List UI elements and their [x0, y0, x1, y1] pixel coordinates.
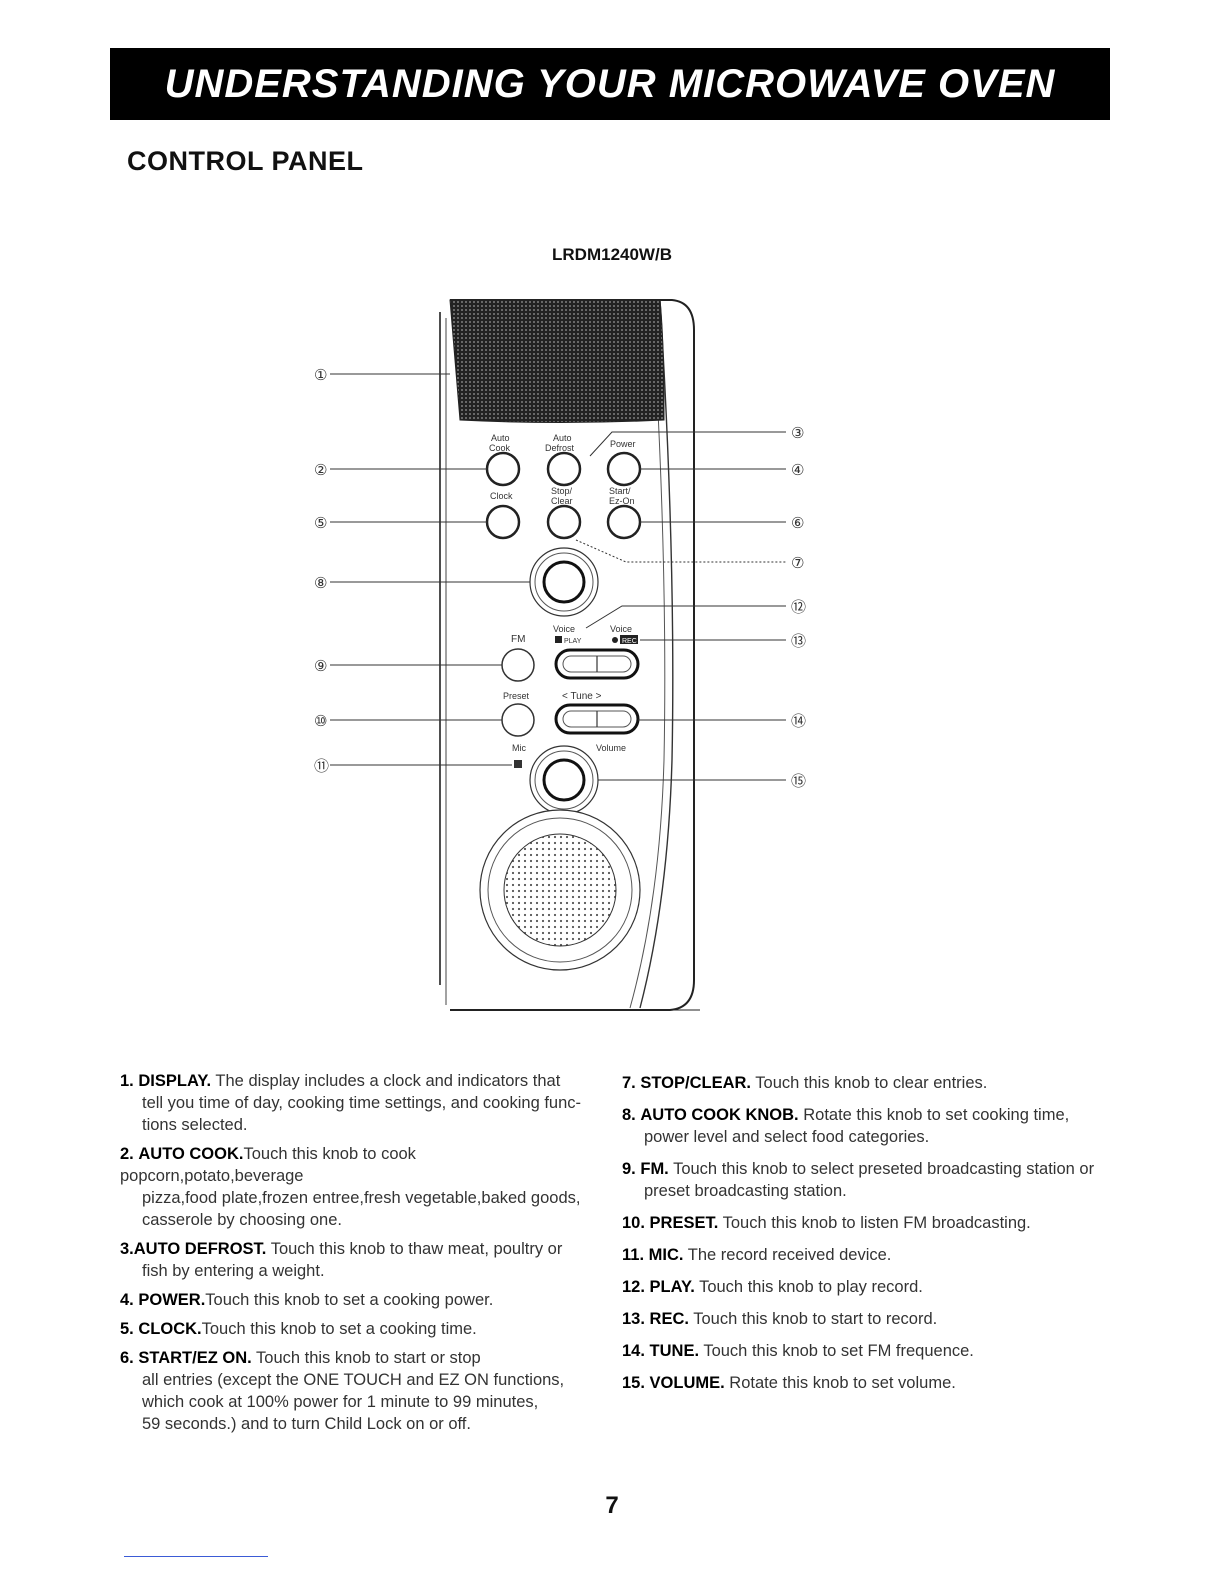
callout-12: ⑫ — [791, 598, 806, 616]
desc-item-12: 12. PLAY. Touch this knob to play record… — [622, 1278, 923, 1296]
stop-clear-button[interactable] — [546, 504, 582, 540]
label-start-ezon: Start/ — [609, 486, 631, 496]
desc-item-6: 6. START/EZ ON. Touch this knob to start… — [120, 1349, 565, 1433]
label-play: PLAY — [564, 638, 582, 645]
desc-item-2: 2. AUTO COOK.Touch this knob to cook pop… — [120, 1145, 581, 1229]
banner-title: UNDERSTANDING YOUR MICROWAVE OVEN — [164, 61, 1056, 106]
callout-13: ⑬ — [791, 632, 806, 650]
button-row-1: Auto Cook Auto Defrost Power — [489, 433, 636, 453]
callout-15: ⑮ — [791, 772, 806, 790]
model-number: LRDM1240W/B — [552, 245, 672, 264]
descriptions-right: 7. STOP/CLEAR. Touch this knob to clear … — [622, 1072, 1122, 1404]
callout-8: ⑧ — [314, 574, 327, 592]
callout-4: ④ — [791, 461, 804, 479]
button-row-2-labels: Clock Stop/ Clear Start/ Ez-On — [490, 486, 635, 506]
label-mic: Mic — [512, 743, 526, 753]
label-power: Power — [610, 439, 636, 449]
desc-item-1: 1. DISPLAY. The display includes a clock… — [120, 1072, 582, 1134]
auto-cook-knob[interactable] — [529, 547, 599, 617]
descriptions-left: 1. DISPLAY. The display includes a clock… — [120, 1070, 600, 1442]
label-fm: FM — [511, 634, 525, 645]
callout-10: ⑩ — [314, 712, 327, 730]
callout-11: ⑪ — [314, 757, 329, 775]
svg-text:Ez-On: Ez-On — [609, 496, 635, 506]
label-rec: REC — [622, 638, 637, 645]
mic-grille-icon — [514, 760, 522, 768]
play-icon — [555, 636, 562, 643]
desc-item-4: 4. POWER.Touch this knob to set a cookin… — [120, 1291, 494, 1309]
svg-text:Cook: Cook — [489, 443, 511, 453]
callout-7: ⑦ — [791, 554, 804, 572]
svg-text:Defrost: Defrost — [545, 443, 575, 453]
page-number: 7 — [605, 1492, 619, 1519]
start-ezon-button[interactable] — [606, 504, 642, 540]
label-tune: < Tune > — [562, 691, 602, 702]
desc-item-7: 7. STOP/CLEAR. Touch this knob to clear … — [622, 1074, 988, 1092]
display-screen — [449, 299, 665, 423]
desc-item-3: 3.AUTO DEFROST. Touch this knob to thaw … — [120, 1240, 563, 1280]
desc-item-11: 11. MIC. The record received device. — [622, 1246, 892, 1264]
label-preset: Preset — [503, 691, 530, 701]
desc-item-9: 9. FM. Touch this knob to select presete… — [622, 1160, 1095, 1200]
callout-9: ⑨ — [314, 657, 327, 675]
callout-1: ① — [314, 366, 327, 384]
clock-button[interactable] — [485, 504, 521, 540]
callout-5: ⑤ — [314, 514, 327, 532]
desc-item-14: 14. TUNE. Touch this knob to set FM freq… — [622, 1342, 974, 1360]
auto-cook-button[interactable] — [485, 451, 521, 487]
svg-text:Clear: Clear — [551, 496, 573, 506]
voice-labels: Voice Voice FM PLAY REC — [511, 624, 638, 645]
volume-knob[interactable] — [529, 745, 599, 815]
footer-rule — [124, 1556, 268, 1557]
desc-item-15: 15. VOLUME. Rotate this knob to set volu… — [622, 1374, 956, 1392]
label-auto-cook: Auto — [491, 433, 510, 443]
preset-button[interactable] — [501, 703, 535, 737]
desc-item-8: 8. AUTO COOK KNOB. Rotate this knob to s… — [622, 1106, 1070, 1146]
callout-lines — [330, 373, 786, 781]
header-banner: UNDERSTANDING YOUR MICROWAVE OVEN — [110, 48, 1110, 120]
callout-2: ② — [314, 461, 327, 479]
callout-6: ⑥ — [791, 514, 804, 532]
section-title: CONTROL PANEL — [127, 146, 364, 176]
desc-item-13: 13. REC. Touch this knob to start to rec… — [622, 1310, 938, 1328]
callout-14: ⑭ — [791, 712, 806, 730]
auto-defrost-button[interactable] — [546, 451, 582, 487]
speaker-grille — [479, 809, 641, 971]
label-volume: Volume — [596, 743, 626, 753]
desc-item-5: 5. CLOCK.Touch this knob to set a cookin… — [120, 1320, 477, 1338]
desc-item-10: 10. PRESET. Touch this knob to listen FM… — [622, 1214, 1031, 1232]
label-auto-defrost: Auto — [553, 433, 572, 443]
power-button[interactable] — [606, 451, 642, 487]
rec-dot-icon — [612, 637, 618, 643]
rec-badge — [620, 635, 638, 644]
panel-body — [439, 299, 700, 1011]
label-stop-clear: Stop/ — [551, 486, 573, 496]
svg-text:Voice: Voice — [610, 624, 632, 634]
play-rec-rocker[interactable] — [554, 648, 640, 680]
tune-rocker[interactable] — [554, 703, 640, 735]
callout-3: ③ — [791, 424, 804, 442]
label-clock: Clock — [490, 491, 513, 501]
fm-button[interactable] — [501, 648, 535, 682]
svg-text:Voice: Voice — [553, 624, 575, 634]
